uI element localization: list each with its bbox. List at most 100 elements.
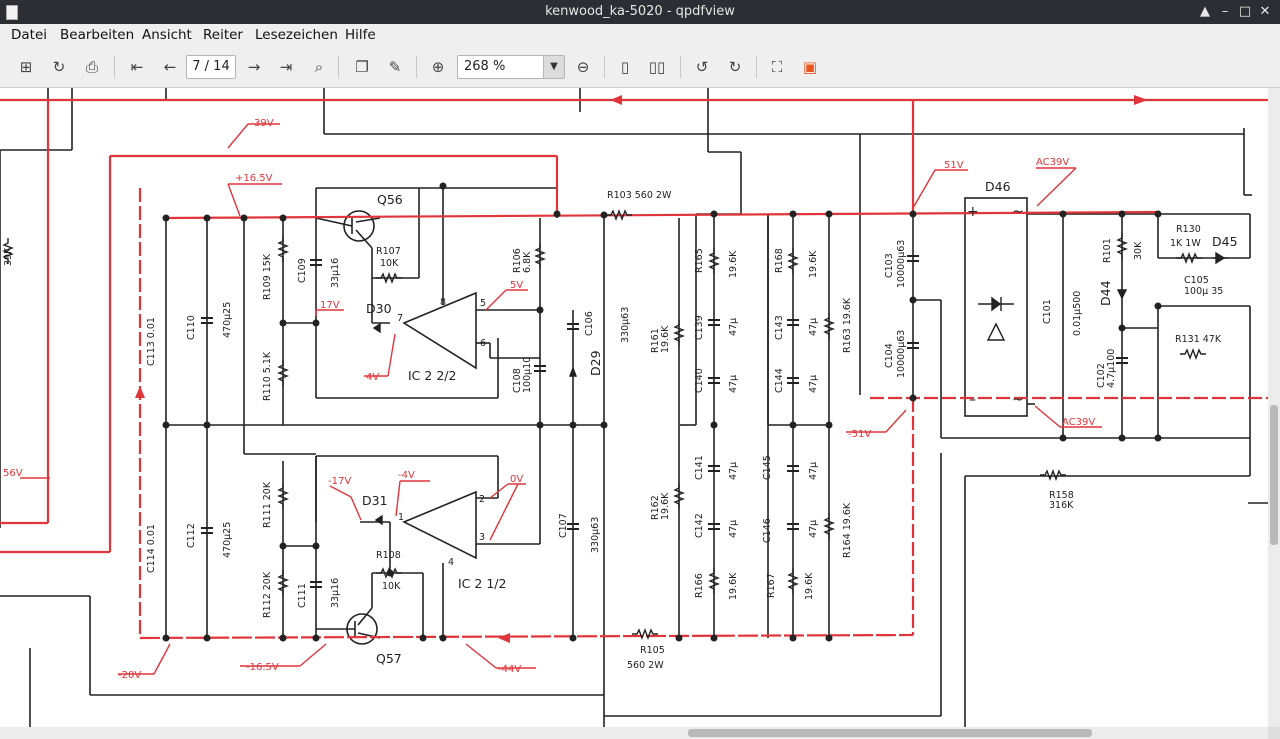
toolbar-separator (604, 56, 605, 78)
label-r164: R164 19.6K (842, 502, 853, 558)
label-r166-value: 19.6K (728, 572, 739, 600)
previous-page-icon[interactable]: ← (163, 58, 177, 76)
label-r106-value: 6.8K (522, 251, 533, 273)
toolbar-separator (416, 56, 417, 78)
label-c108-value: 100μ10 (522, 357, 533, 393)
label-minus-17v: -17V (328, 476, 351, 487)
label-r108-value: 10K (382, 581, 401, 592)
label-minus-44v: -44V (498, 664, 521, 675)
label-c141: C141 (694, 455, 705, 480)
presentation-icon[interactable]: ▣ (802, 58, 818, 76)
label-c110-value: 470μ25 (222, 302, 233, 338)
label-r163: R163 19.6K (842, 297, 853, 353)
label-c105: C105 (1184, 275, 1209, 286)
rotate-right-icon[interactable]: ↻ (728, 58, 742, 76)
label-c141-value: 47μ (728, 462, 739, 480)
zoom-select[interactable]: 268 % ▼ (457, 55, 565, 79)
label-d46-plus: + (967, 204, 979, 220)
label-c104: C104 (884, 343, 895, 368)
label-r107: R107 (376, 246, 401, 257)
label-plus-16-5v: +16.5V (235, 173, 273, 184)
label-d46-ac-bottom: ~ (1012, 392, 1024, 408)
label-minus-16-5v: -16.5V (246, 662, 279, 673)
fullscreen-icon[interactable]: ⛶ (771, 58, 783, 76)
label-pin4: 4 (448, 557, 454, 568)
copy-icon[interactable]: ❐ (355, 58, 369, 76)
zoom-in-icon[interactable]: ⊕ (431, 58, 445, 76)
label-d46-ac-top: ~ (1012, 204, 1024, 220)
label-c103: C103 (884, 253, 895, 278)
label-pin7: 7 (397, 313, 403, 324)
label-17v: 17V (320, 300, 340, 311)
label-r131: R131 47K (1175, 334, 1222, 345)
label-r101: R101 (1102, 238, 1113, 263)
label-pin1: 1 (398, 512, 404, 523)
label-c143-value: 47μ (808, 318, 819, 336)
two-pages-icon[interactable]: ▯▯ (648, 58, 666, 76)
attachment-icon[interactable]: ✎ (388, 58, 402, 76)
label-c111-value: 33μ16 (330, 578, 341, 608)
label-r103: R103 560 2W (607, 190, 672, 201)
search-icon[interactable]: ⌕ (314, 58, 324, 76)
label-r108: R108 (376, 550, 401, 561)
label-pin8: 8 (440, 297, 446, 308)
label-pin3: 3 (479, 532, 485, 543)
menu-lesezeichen[interactable]: Lesezeichen (255, 27, 338, 43)
horizontal-scroll-thumb[interactable] (688, 729, 1092, 737)
label-r167-value: 19.6K (804, 572, 815, 600)
minimize-button[interactable]: – (1221, 4, 1229, 19)
rotate-left-icon[interactable]: ↺ (695, 58, 709, 76)
chevron-down-icon[interactable]: ▼ (543, 56, 564, 78)
next-page-icon[interactable]: → (247, 58, 261, 76)
menu-datei[interactable]: Datei (11, 27, 48, 43)
menu-bearbeiten[interactable]: Bearbeiten (60, 27, 135, 43)
label-r105: R105 (640, 645, 665, 656)
label-d31: D31 (362, 493, 388, 508)
label-c109: C109 (297, 258, 308, 283)
label-d29: D29 (588, 350, 603, 376)
menu-hilfe[interactable]: Hilfe (345, 27, 376, 43)
label-c109-value: 33μ16 (330, 258, 341, 288)
label-r130: R130 (1176, 224, 1201, 235)
label-r165: R165 (694, 248, 705, 273)
document-view[interactable]: 39V +16.5V 51V AC39V AC39V -51V 56V 17V … (0, 88, 1268, 727)
vertical-scroll-thumb[interactable] (1270, 405, 1278, 545)
label-0v: 0V (510, 474, 523, 485)
refresh-icon[interactable]: ↻ (52, 58, 66, 76)
menu-reiter[interactable]: Reiter (203, 27, 243, 43)
zoom-value: 268 % (464, 59, 506, 74)
label-c107-value: 330μ63 (590, 517, 601, 553)
label-pin2: 2 (479, 494, 485, 505)
label-r130-value: 1K 1W (1170, 238, 1201, 249)
maximize-button[interactable]: □ (1238, 4, 1252, 19)
close-button[interactable]: ✕ (1259, 4, 1271, 19)
first-page-icon[interactable]: ⇤ (130, 58, 144, 76)
label-c112-value: 470μ25 (222, 522, 233, 558)
label-c107: C107 (558, 513, 569, 538)
label-r111: R111 20K (262, 481, 273, 528)
label-c108: C108 (512, 368, 523, 393)
keep-above-button[interactable]: ▲ (1200, 4, 1210, 19)
label-c142-value: 47μ (728, 520, 739, 538)
label-51v: 51V (944, 160, 964, 171)
scroll-corner (1268, 727, 1280, 739)
print-icon[interactable]: ⎙ (85, 58, 98, 76)
label-r161: R161 (650, 328, 661, 353)
page-input[interactable]: 7 / 14 (186, 55, 236, 79)
label-4v: 4V (366, 372, 379, 383)
label-c102: C102 (1096, 363, 1107, 388)
app-icon (6, 5, 18, 20)
last-page-icon[interactable]: ⇥ (279, 58, 293, 76)
open-icon[interactable]: ⊞ (19, 58, 33, 76)
horizontal-scrollbar[interactable] (0, 727, 1268, 739)
label-c143: C143 (774, 315, 785, 340)
menu-ansicht[interactable]: Ansicht (142, 27, 192, 43)
label-d44: D44 (1098, 280, 1113, 306)
label-c102-value: 4.7μ100 (1106, 349, 1117, 388)
label-r162-value: 19.6K (660, 492, 671, 520)
label-q56: Q56 (377, 192, 403, 207)
zoom-out-icon[interactable]: ⊖ (576, 58, 590, 76)
vertical-scrollbar[interactable] (1268, 88, 1280, 727)
single-page-icon[interactable]: ▯ (620, 58, 630, 76)
label-minus-20v: -20V (118, 670, 141, 681)
